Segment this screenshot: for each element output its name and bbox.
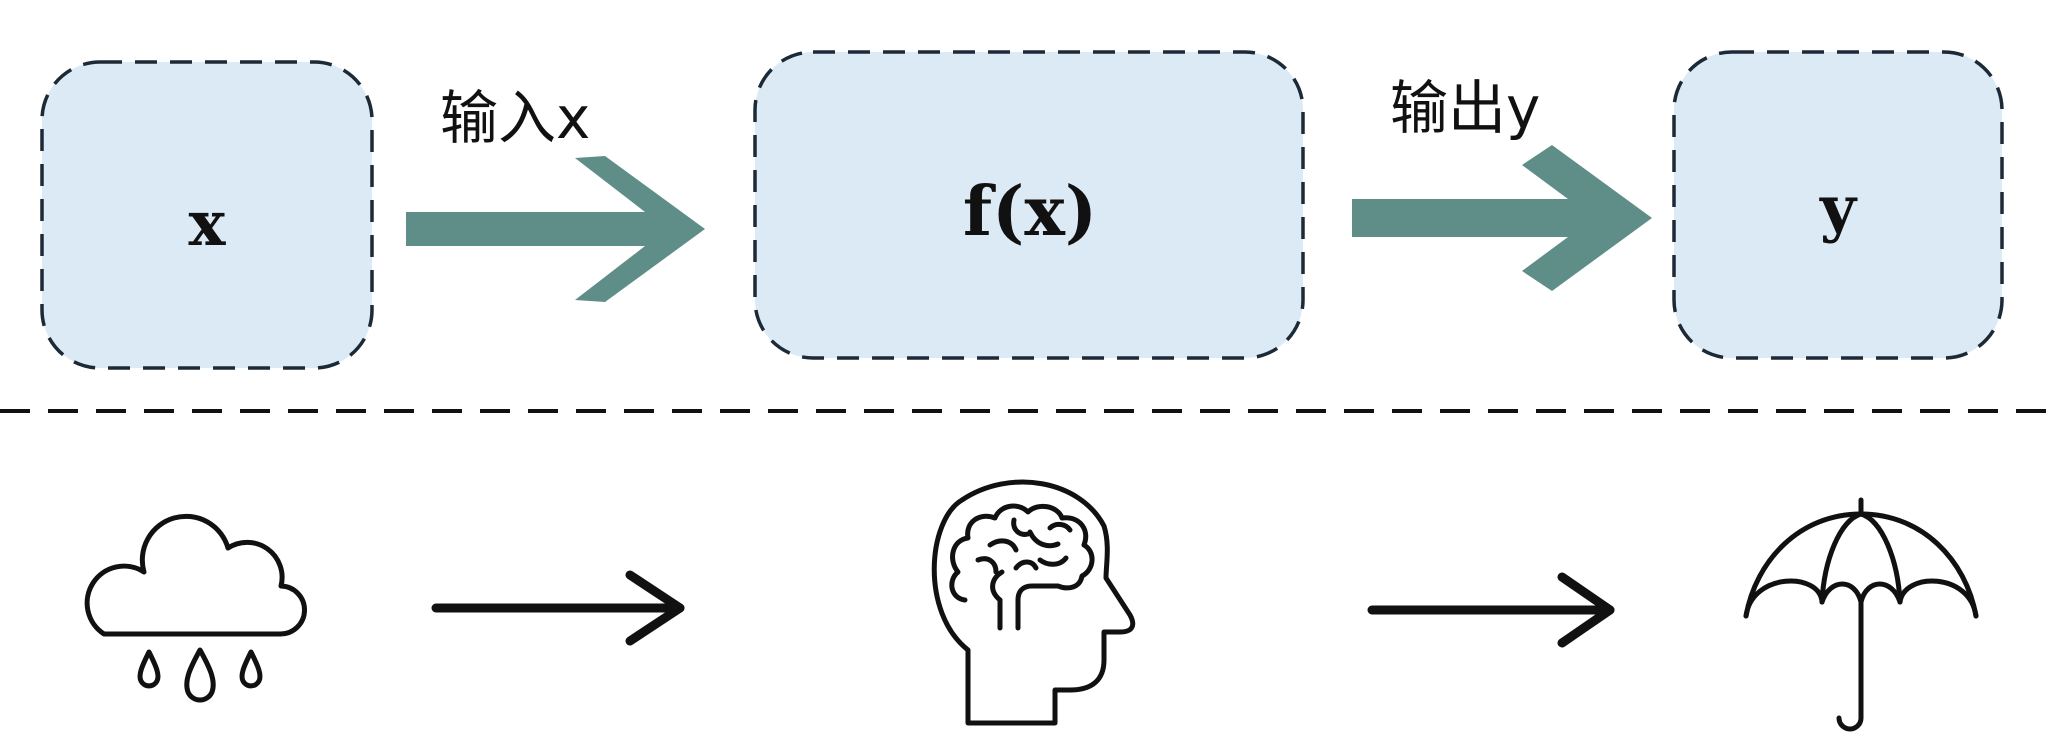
input-thick-arrow <box>406 156 705 302</box>
arrow-right-icon <box>1367 572 1615 648</box>
output-box-label: y <box>1819 172 1858 245</box>
top-row: x 输入x f(x) 输出y y <box>40 50 2004 370</box>
umbrella-icon <box>1743 497 1979 732</box>
input-arrow: 输入x <box>406 84 705 302</box>
bottom-row <box>84 479 1979 732</box>
output-box-shape <box>1672 50 2004 360</box>
rain-cloud-icon <box>84 513 307 703</box>
input-box-shape <box>40 60 374 370</box>
input-arrow-label: 输入x <box>440 84 590 152</box>
input-box: x <box>40 60 374 370</box>
brain-head-icon <box>931 479 1136 726</box>
input-box-label: x <box>189 187 227 260</box>
function-box: f(x) <box>753 50 1305 360</box>
arrow-right-icon <box>431 570 685 646</box>
output-box: y <box>1672 50 2004 360</box>
output-arrow: 输出y <box>1352 74 1652 291</box>
function-box-shape <box>753 50 1305 360</box>
output-arrow-label: 输出y <box>1390 74 1540 142</box>
output-thick-arrow <box>1352 145 1652 291</box>
function-box-label: f(x) <box>963 172 1097 252</box>
